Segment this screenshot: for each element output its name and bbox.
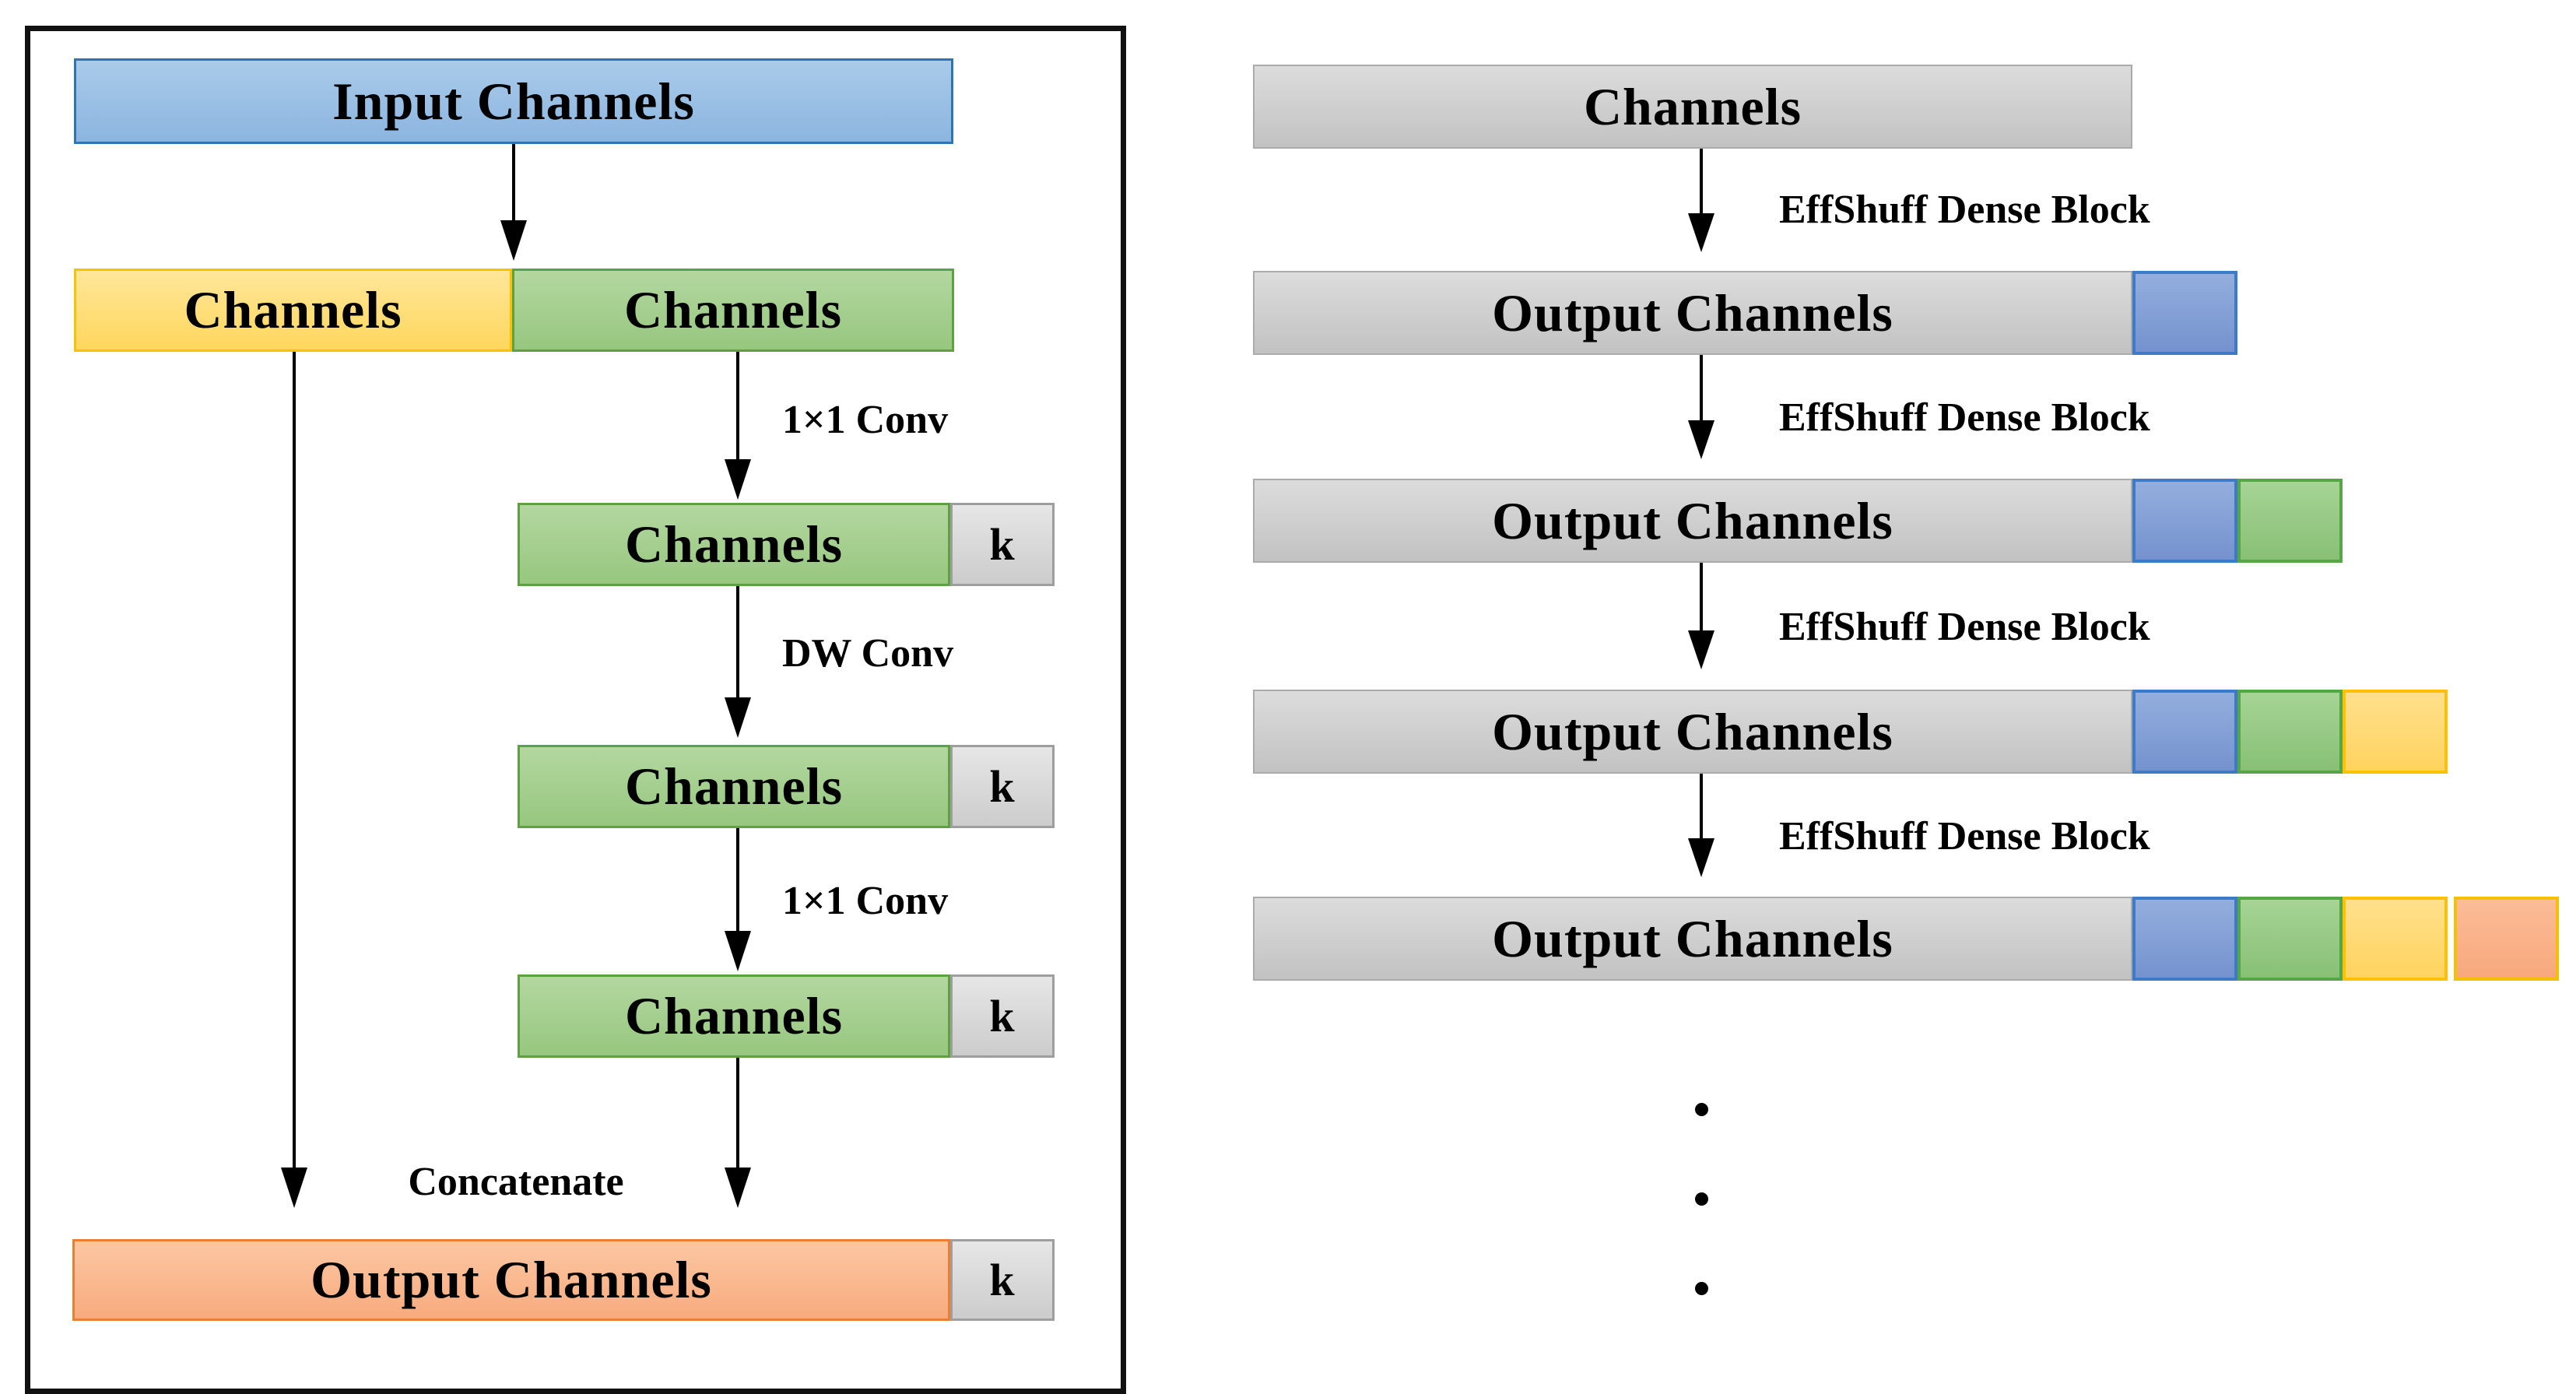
added-channels-yellow-square (2343, 690, 2448, 774)
connector-dense2-dense3 (736, 828, 739, 931)
input-channels-box: Input Channels (74, 58, 953, 144)
stage-output-label-3: Output Channels (1492, 701, 1893, 761)
dense3-k-box: k (950, 974, 1055, 1058)
added-channels-orange-square (2454, 897, 2559, 981)
effshuff-block-label-2: EffShuff Dense Block (1779, 395, 2150, 440)
split-channels-yellow-label: Channels (184, 280, 402, 339)
effshuff-block-panel (25, 26, 1126, 1394)
output-channels-label: Output Channels (311, 1250, 712, 1309)
connector-bypass (293, 352, 296, 1168)
dense3-k-label: k (989, 991, 1016, 1041)
added-channels-green-square (2237, 479, 2343, 563)
output-k-label: k (989, 1255, 1016, 1305)
arrowhead-dense2-dense3 (725, 931, 751, 971)
output-k-box: k (950, 1239, 1055, 1321)
effshuff-block-label-3: EffShuff Dense Block (1779, 605, 2150, 649)
conv1x1-label-2: 1×1 Conv (782, 879, 949, 923)
arrowhead-stage1 (1688, 213, 1714, 252)
dense1-k-box: k (950, 503, 1055, 586)
connector-stage3 (1700, 563, 1703, 631)
dense3-channels-label: Channels (624, 986, 844, 1045)
conv1x1-label-1: 1×1 Conv (782, 398, 949, 442)
connector-stage1 (1700, 149, 1703, 214)
stage-output-label-4: Output Channels (1492, 908, 1893, 968)
stage-output-bar-2: Output Channels (1253, 479, 2132, 563)
ellipsis-dot (1695, 1192, 1708, 1206)
concatenate-label: Concatenate (408, 1160, 624, 1204)
dense1-k-label: k (989, 519, 1016, 570)
dense2-channels-label: Channels (624, 757, 844, 816)
stage-output-label-2: Output Channels (1492, 490, 1893, 550)
dense3-channels-box: Channels (518, 974, 950, 1058)
ellipsis-dot (1695, 1103, 1708, 1116)
arrowhead-bypass (281, 1168, 307, 1208)
stage-output-bar-4: Output Channels (1253, 897, 2132, 981)
dense2-k-label: k (989, 761, 1016, 812)
stage-output-bar-3: Output Channels (1253, 690, 2132, 774)
connector-split-dense1 (736, 352, 739, 459)
stage-input-channels-bar: Channels (1253, 65, 2132, 149)
stage-output-bar-1: Output Channels (1253, 271, 2132, 355)
arrowhead-input-split (500, 220, 527, 261)
output-channels-box: Output Channels (72, 1239, 950, 1321)
connector-stage2 (1700, 355, 1703, 421)
added-channels-blue-square (2132, 479, 2237, 563)
added-channels-blue-square (2132, 690, 2237, 774)
arrowhead-stage3 (1688, 630, 1714, 669)
added-channels-blue-square (2132, 271, 2237, 355)
added-channels-green-square (2237, 690, 2343, 774)
split-channels-green-label: Channels (623, 280, 843, 339)
dense1-channels-box: Channels (518, 503, 950, 586)
dense1-channels-label: Channels (624, 514, 844, 574)
effshuff-block-label-4: EffShuff Dense Block (1779, 814, 2150, 859)
added-channels-yellow-square (2343, 897, 2448, 981)
stage-input-channels-label: Channels (1583, 76, 1802, 136)
input-channels-label: Input Channels (332, 71, 695, 131)
stage-output-label-1: Output Channels (1492, 283, 1893, 342)
split-channels-yellow-box: Channels (74, 269, 512, 352)
added-channels-blue-square (2132, 897, 2237, 981)
effshuff-block-label-1: EffShuff Dense Block (1779, 188, 2150, 232)
dense2-channels-box: Channels (518, 745, 950, 828)
split-channels-green-box: Channels (512, 269, 954, 352)
arrowhead-dense3-output (725, 1168, 751, 1208)
added-channels-green-square (2237, 897, 2343, 981)
connector-dense3-output (736, 1058, 739, 1168)
connector-stage4 (1700, 774, 1703, 839)
arrowhead-stage2 (1688, 420, 1714, 459)
ellipsis-dot (1695, 1282, 1708, 1295)
arrowhead-dense1-dense2 (725, 697, 751, 738)
arrowhead-split-dense1 (725, 459, 751, 500)
arrowhead-stage4 (1688, 838, 1714, 877)
dwconv-label: DW Conv (782, 631, 954, 676)
connector-dense1-dense2 (736, 586, 739, 697)
connector-input-split (512, 144, 515, 221)
dense2-k-box: k (950, 745, 1055, 828)
